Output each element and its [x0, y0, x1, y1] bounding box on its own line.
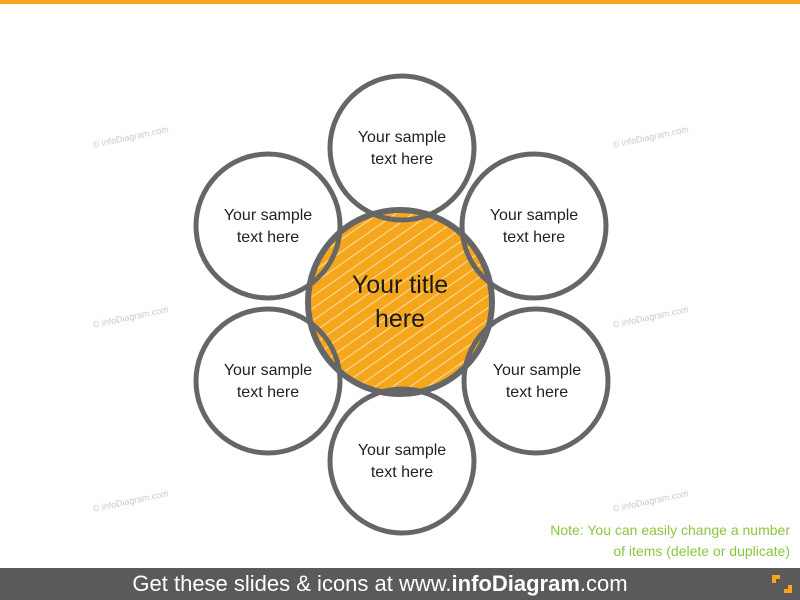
ring-bottom [327, 386, 477, 536]
node-top-right-label: Your sample text here [489, 207, 579, 246]
node-bottom-left-label: Your sample text here [223, 362, 313, 401]
node-top-left-label: Your sample text here [223, 207, 313, 246]
ring-bottom-left [193, 306, 343, 456]
footer-bar: Get these slides & icons at www.infoDiag… [0, 568, 800, 600]
ring-top-left [193, 151, 343, 301]
node-top-label: Your sample text here [357, 129, 447, 168]
ring-top-right [459, 151, 609, 301]
note-text: Note: You can easily change a number of … [550, 522, 790, 559]
footer-prefix: Get these slides & icons at www. [132, 571, 452, 596]
footer-brand: infoDiagram [451, 571, 580, 596]
center-title: Your title here [351, 271, 449, 333]
top-accent-bar [0, 0, 800, 4]
footer-suffix: .com [579, 571, 628, 596]
ring-top [327, 73, 477, 223]
node-bottom-label: Your sample text here [357, 442, 447, 481]
footer-text[interactable]: Get these slides & icons at www.infoDiag… [0, 568, 760, 600]
center-circle [305, 207, 495, 397]
node-bottom-right-label: Your sample text here [492, 362, 582, 401]
ring-bottom-right [461, 306, 611, 456]
infodiagram-logo-icon [772, 575, 792, 593]
